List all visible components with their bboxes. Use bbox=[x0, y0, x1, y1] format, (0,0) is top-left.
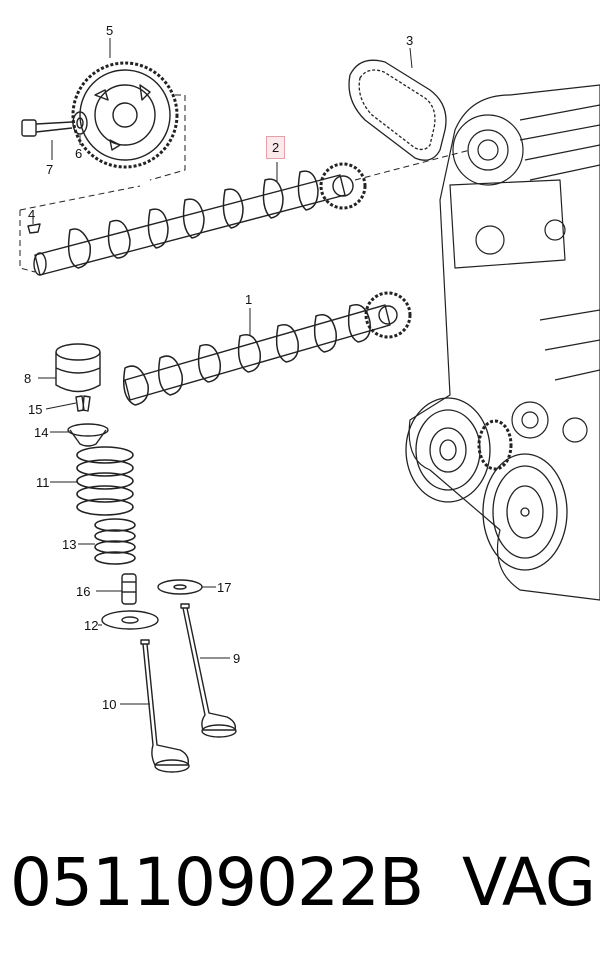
callout-17: 17 bbox=[217, 580, 232, 595]
outer-valve-spring bbox=[76, 446, 134, 516]
camshaft-lower bbox=[123, 291, 412, 406]
callout-16: 16 bbox=[76, 584, 91, 599]
inner-valve-spring bbox=[94, 518, 136, 565]
camshaft-upper bbox=[33, 162, 367, 276]
callout-1: 1 bbox=[245, 292, 253, 307]
callout-10: 10 bbox=[102, 697, 117, 712]
valve-stem-seal bbox=[121, 573, 137, 605]
part-number: 051109022B bbox=[10, 843, 424, 921]
callout-2-highlighted: 2 bbox=[266, 136, 286, 159]
part-caption: 051109022B VAG bbox=[10, 842, 596, 922]
exploded-parts-diagram bbox=[19, 38, 600, 773]
callout-13: 13 bbox=[62, 537, 77, 552]
callout-5: 5 bbox=[106, 23, 114, 38]
lower-spring-seat bbox=[101, 610, 159, 630]
hydraulic-tappet bbox=[55, 343, 101, 393]
engine-block bbox=[408, 84, 600, 601]
callout-12: 12 bbox=[84, 618, 99, 633]
callout-4: 4 bbox=[28, 207, 36, 222]
crankshaft-pulley-small bbox=[482, 453, 568, 571]
leader-lines bbox=[32, 38, 413, 705]
callout-3: 3 bbox=[406, 33, 414, 48]
sprocket-bolt bbox=[21, 119, 73, 137]
valve-9 bbox=[180, 603, 237, 738]
callout-6: 6 bbox=[75, 146, 83, 161]
callout-14: 14 bbox=[34, 425, 49, 440]
callout-9: 9 bbox=[233, 651, 241, 666]
callout-7: 7 bbox=[46, 162, 54, 177]
dashed-assembly-frame bbox=[19, 94, 471, 273]
brand-name: VAG bbox=[461, 843, 596, 921]
crankshaft-pulley-large bbox=[405, 397, 491, 503]
valve-10 bbox=[140, 639, 190, 773]
callout-15: 15 bbox=[28, 402, 43, 417]
callout-11: 11 bbox=[36, 475, 50, 490]
camshaft-sprocket bbox=[71, 61, 179, 169]
crankshaft-sprocket bbox=[477, 419, 513, 471]
woodruff-key bbox=[27, 223, 41, 234]
timing-chain bbox=[348, 59, 447, 161]
sprocket-washer bbox=[72, 111, 88, 135]
valve-washer bbox=[157, 579, 203, 595]
spring-retainer bbox=[67, 423, 109, 447]
valve-keepers bbox=[75, 395, 91, 412]
callout-8: 8 bbox=[24, 371, 32, 386]
